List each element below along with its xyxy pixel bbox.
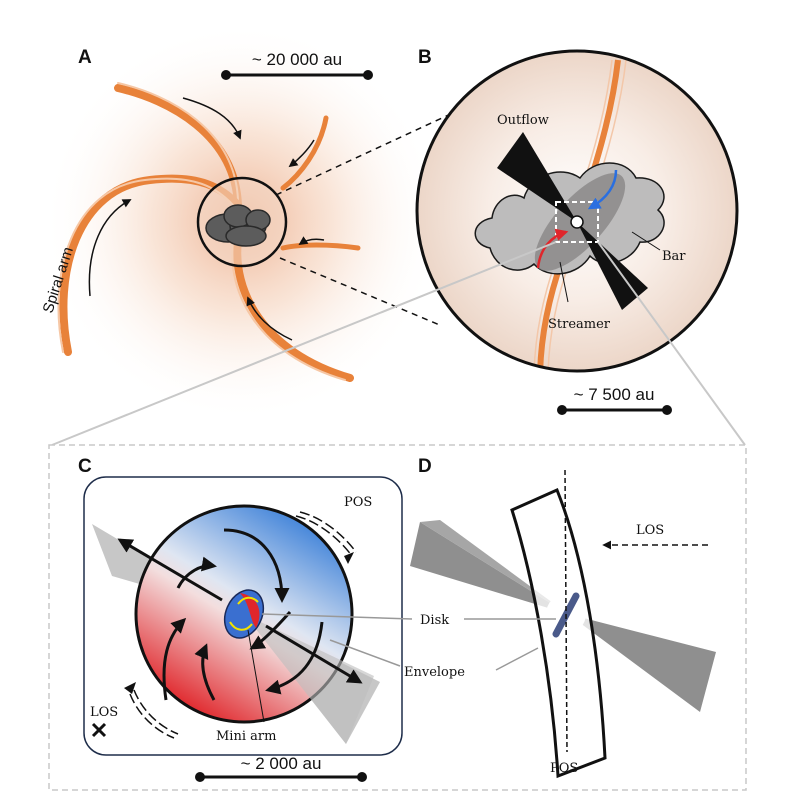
streamer-red [536,228,569,269]
scale-label-c: ~ 2 000 au [241,754,322,773]
scale-bar-c [195,772,367,782]
panel-b-letter: B [418,47,432,68]
scale-bar-b [557,405,672,415]
los-cross-icon [91,722,107,738]
mini-arm-label: Mini arm [216,729,276,744]
rotation-arrows [162,528,324,701]
outflow-cone-d-upper [410,522,568,614]
protostar-dot [570,215,584,229]
outflow-arrow-c-lower [265,624,363,684]
outflow-cone-upper [497,132,577,222]
outflow-arrow-c-upper [117,538,223,602]
infall-arrows [88,97,325,341]
outflow-label: Outflow [497,113,549,128]
los-label-c: LOS [90,705,118,720]
pos-label-d: POS [550,761,578,776]
scale-label-a: ~ 20 000 au [252,50,342,69]
streamer-blue [587,169,618,210]
outflow-cone-d-lower [568,614,716,712]
shared-labels: Disk Envelope [261,613,556,680]
panel-a-letter: A [78,47,92,68]
pos-rotation-arc [295,511,357,564]
panel-d: D LOS POS [410,456,716,779]
zoom-connector-ab [275,105,469,327]
mini-arm-curve-1 [237,596,259,605]
pos-label-c: POS [344,495,372,510]
zoom-box-b [555,201,599,243]
disk-label: Disk [420,613,449,628]
streamer-label: Streamer [548,317,611,332]
panel-d-letter: D [418,456,432,477]
panel-a: A ~ 20 000 au Spiral arm [40,22,442,422]
mini-arm-curve-2 [229,621,253,631]
panel-b: B Outflow Bar Streamer ~ 7 500 au [415,47,739,415]
panel-c-letter: C [78,456,92,477]
scale-bar-a [221,70,373,80]
envelope-label: Envelope [404,665,465,680]
panel-c: C POS LOS Mini arm ~ 2 000 au [78,456,403,782]
scale-label-b: ~ 7 500 au [574,385,655,404]
pos-axis-d [564,469,568,753]
bar-label: Bar [662,249,686,264]
los-label-d: LOS [636,523,664,538]
los-rotation-arc [124,682,179,739]
cloud-icon [205,204,271,247]
outflow-cone-d-upper-light [420,520,568,614]
zoom-connector-b-cd [51,241,746,446]
